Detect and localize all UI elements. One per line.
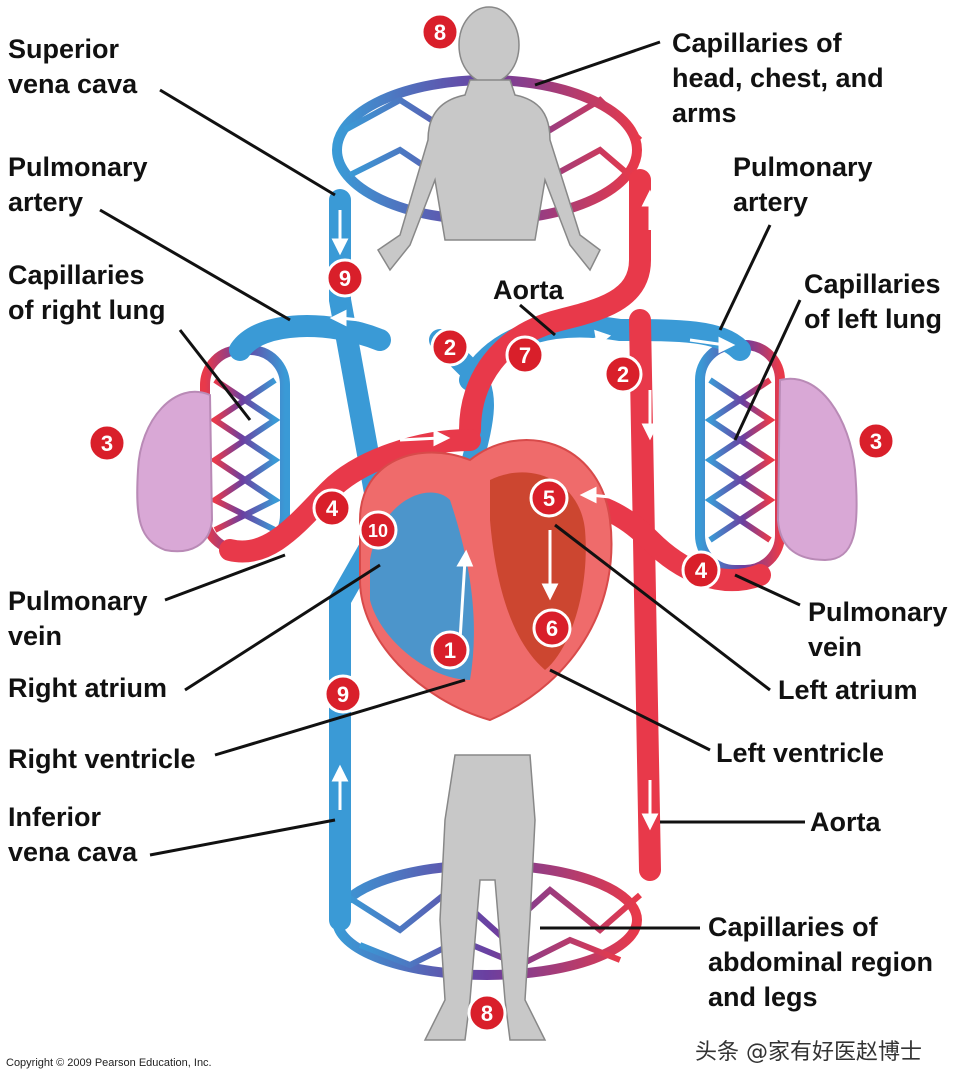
svg-text:7: 7 bbox=[519, 343, 531, 368]
upper-body-silhouette bbox=[376, 6, 601, 272]
badge-inf-vena: 9 bbox=[323, 674, 363, 714]
copyright-notice: Copyright © 2009 Pearson Education, Inc. bbox=[6, 1057, 212, 1069]
capillaries-left-lung-network bbox=[695, 340, 785, 575]
badge-pulm-vein-left: 4 bbox=[681, 550, 721, 590]
badge-sup-vena: 9 bbox=[325, 258, 365, 298]
svg-text:5: 5 bbox=[543, 486, 555, 511]
svg-text:6: 6 bbox=[546, 616, 558, 641]
svg-text:2: 2 bbox=[617, 362, 629, 387]
svg-text:9: 9 bbox=[337, 682, 349, 707]
badge-top-body: 8 bbox=[420, 12, 460, 52]
label-aorta-top: Aorta bbox=[493, 275, 564, 305]
svg-text:8: 8 bbox=[481, 1001, 493, 1026]
label-right-ventricle: Right ventricle bbox=[8, 744, 196, 774]
watermark-text: 头条 @家有好医赵博士 bbox=[695, 1040, 922, 1065]
label-right-atrium: Right atrium bbox=[8, 673, 167, 703]
svg-text:3: 3 bbox=[101, 431, 113, 456]
badge-left-lung: 3 bbox=[856, 421, 896, 461]
left-lung bbox=[776, 377, 858, 562]
badge-bottom-body: 8 bbox=[467, 993, 507, 1033]
svg-text:10: 10 bbox=[368, 521, 388, 541]
svg-text:1: 1 bbox=[444, 638, 456, 663]
badge-pulm-art-right: 2 bbox=[430, 327, 470, 367]
badge-right-ventricle: 1 bbox=[430, 630, 470, 670]
label-left-atrium: Left atrium bbox=[778, 675, 918, 705]
badge-pulm-art-left: 2 bbox=[603, 354, 643, 394]
flow-arrows bbox=[329, 189, 736, 831]
svg-text:2: 2 bbox=[444, 335, 456, 360]
label-left-ventricle: Left ventricle bbox=[716, 738, 885, 768]
badge-left-atrium: 5 bbox=[529, 478, 569, 518]
label-aorta-bottom: Aorta bbox=[810, 807, 881, 837]
svg-text:9: 9 bbox=[339, 266, 351, 291]
svg-text:3: 3 bbox=[870, 429, 882, 454]
svg-text:8: 8 bbox=[434, 20, 446, 45]
capillaries-abdominal-network bbox=[332, 860, 642, 980]
right-lung bbox=[136, 390, 214, 553]
badge-left-ventricle: 6 bbox=[532, 608, 572, 648]
svg-text:4: 4 bbox=[695, 558, 708, 583]
lower-body-silhouette bbox=[423, 754, 547, 1041]
badge-aorta: 7 bbox=[505, 335, 545, 375]
svg-text:4: 4 bbox=[326, 496, 339, 521]
badge-right-atrium: 10 bbox=[358, 510, 398, 550]
badge-right-lung: 3 bbox=[87, 423, 127, 463]
leader-lines bbox=[99, 40, 805, 930]
badge-pulm-vein-right: 4 bbox=[312, 488, 352, 528]
